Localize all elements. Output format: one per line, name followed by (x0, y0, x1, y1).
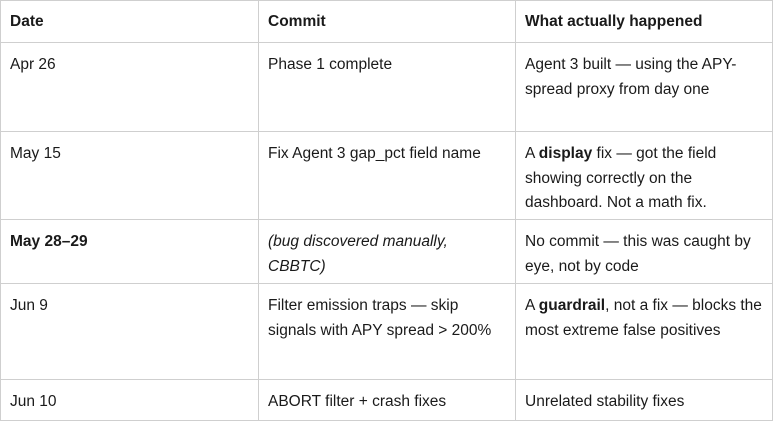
cell-date: Jun 9 (0, 283, 259, 380)
table-row: Apr 26 Phase 1 complete Agent 3 built — … (0, 42, 773, 132)
cell-commit: ABORT filter + crash fixes (258, 379, 516, 421)
cell-date: May 28–29 (0, 219, 259, 284)
cell-what-happened: Agent 3 built — using the APY-spread pro… (515, 42, 773, 132)
cell-date: May 15 (0, 131, 259, 220)
table-row: Jun 9 Filter emission traps — skip signa… (0, 283, 773, 380)
what-text-before: A (525, 145, 539, 162)
commit-history-table: Date Commit What actually happened Apr 2… (0, 0, 773, 421)
cell-commit: (bug discovered manually, CBBTC) (258, 219, 516, 284)
table-row: Jun 10 ABORT filter + crash fixes Unrela… (0, 379, 773, 421)
table-header-row: Date Commit What actually happened (0, 0, 773, 43)
table-row: May 15 Fix Agent 3 gap_pct field name A … (0, 131, 773, 220)
what-text-emphasis: guardrail (538, 297, 606, 314)
cell-what-happened: No commit — this was caught by eye, not … (515, 219, 773, 284)
cell-what-happened: A display fix — got the field showing co… (515, 131, 773, 220)
what-text: Unrelated stability fixes (525, 393, 685, 410)
cell-commit: Filter emission traps — skip signals wit… (258, 283, 516, 380)
cell-what-happened: A guardrail, not a fix — blocks the most… (515, 283, 773, 380)
cell-commit: Fix Agent 3 gap_pct field name (258, 131, 516, 220)
header-what-happened: What actually happened (515, 0, 773, 43)
cell-date: Apr 26 (0, 42, 259, 132)
what-text: No commit — this was caught by eye, not … (525, 233, 751, 275)
what-text-emphasis: display (538, 145, 593, 162)
table-row: May 28–29 (bug discovered manually, CBBT… (0, 219, 773, 284)
header-date: Date (0, 0, 259, 43)
cell-date: Jun 10 (0, 379, 259, 421)
what-text-after: , not a fix — blocks the most extreme fa… (525, 297, 762, 339)
what-text-before: A (525, 297, 539, 314)
cell-what-happened: Unrelated stability fixes (515, 379, 773, 421)
cell-commit: Phase 1 complete (258, 42, 516, 132)
header-commit: Commit (258, 0, 516, 43)
what-text: Agent 3 built — using the APY-spread pro… (525, 56, 737, 98)
what-text-after: fix — got the field showing correctly on… (525, 145, 717, 211)
